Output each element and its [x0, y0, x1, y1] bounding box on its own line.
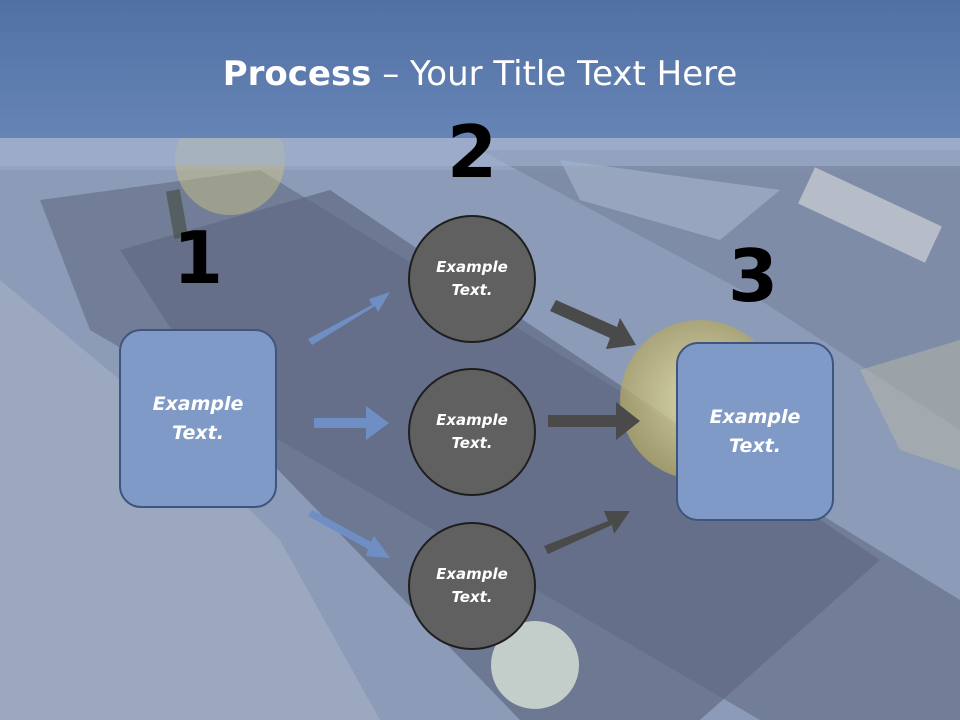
- slide-title-rest: – Your Title Text Here: [371, 54, 738, 94]
- step-3-box-label: Example Text.: [709, 405, 801, 457]
- slide-title-bold: Process: [222, 54, 372, 94]
- title-header-bar: [0, 0, 960, 138]
- step-2-circle-bottom: Example Text.: [408, 522, 536, 650]
- step-1-box-label: Example Text.: [152, 392, 244, 444]
- step-1-box: Example Text.: [119, 329, 277, 508]
- circle-bottom-label: Example Text.: [436, 565, 508, 606]
- circle-middle-label: Example Text.: [436, 411, 508, 452]
- step-2-circle-middle: Example Text.: [408, 368, 536, 496]
- step-2-circle-top: Example Text.: [408, 215, 536, 343]
- slide-title: Process – Your Title Text Here: [0, 50, 960, 98]
- circle-top-label: Example Text.: [436, 258, 508, 299]
- header-band: [0, 138, 960, 166]
- step-number-3: 3: [727, 234, 779, 318]
- step-number-1: 1: [172, 216, 224, 300]
- step-number-2: 2: [446, 110, 498, 194]
- step-3-box: Example Text.: [676, 342, 834, 521]
